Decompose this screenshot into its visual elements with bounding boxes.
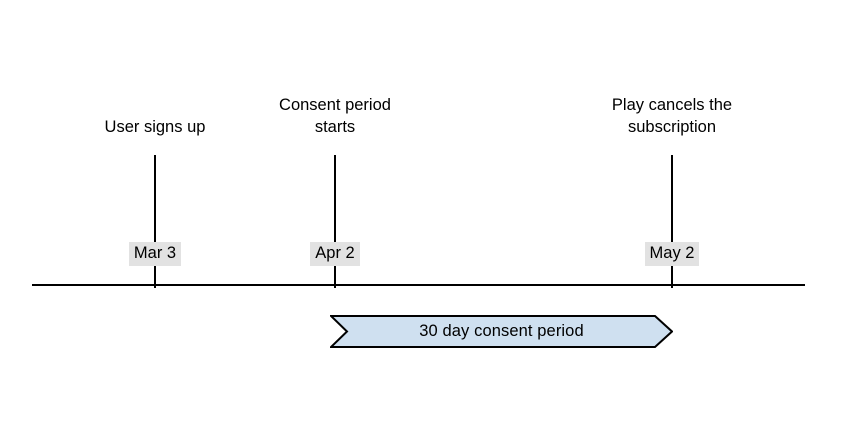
milestone-date-label: May 2 (644, 242, 700, 266)
milestone-tick-line (334, 155, 336, 288)
milestone-date-label: Apr 2 (310, 242, 360, 266)
milestone-date-chip: May 2 (612, 242, 732, 266)
timeline-axis (32, 284, 805, 286)
consent-period-banner-shape (330, 315, 673, 348)
milestone-date-label: Mar 3 (128, 242, 182, 266)
milestone-tick-line (671, 155, 673, 288)
milestone-caption: User signs up (104, 118, 206, 136)
consent-period-banner: 30 day consent period (330, 315, 673, 348)
milestone-tick-line (154, 155, 156, 288)
milestone-caption: Consent period starts (279, 96, 391, 136)
consent-period-banner-label: 30 day consent period (419, 322, 584, 340)
milestone-date-chip: Mar 3 (95, 242, 215, 266)
milestone-date-chip: Apr 2 (275, 242, 395, 266)
milestone-caption: Play cancels the subscription (611, 96, 733, 136)
